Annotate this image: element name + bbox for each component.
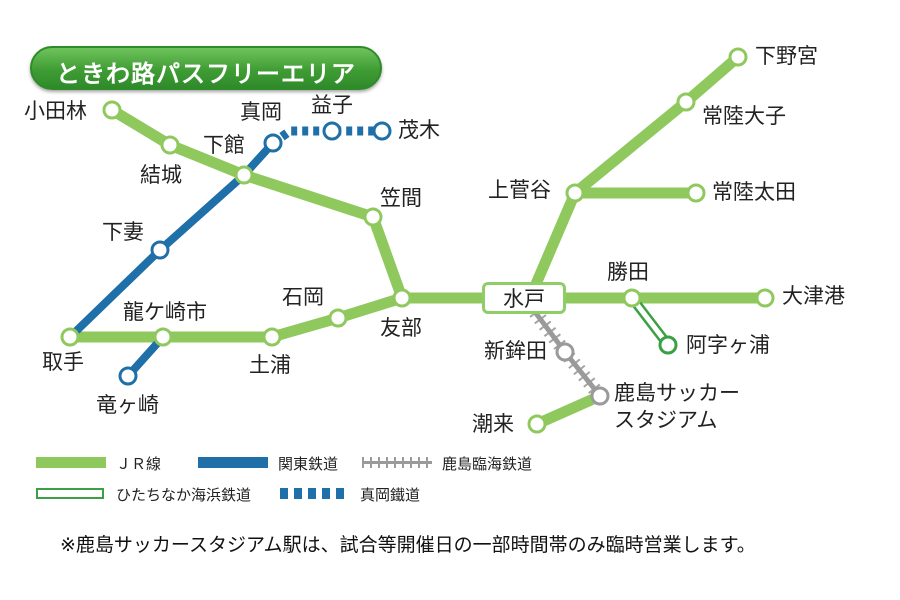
station-label-toride: 取手: [42, 350, 84, 374]
station-marker-tomobe: [392, 288, 412, 308]
station-marker-ryugasakishi: [153, 327, 173, 347]
station-markers: [60, 47, 775, 434]
station-label-shimotsuma: 下妻: [102, 220, 144, 244]
legend-swatch-moka: [280, 488, 350, 499]
legend-swatch-hitachinaka: [36, 488, 104, 499]
station-marker-shimodate: [234, 165, 254, 185]
station-mito-box: 水戸: [482, 282, 566, 314]
station-marker-moka: [263, 133, 283, 153]
legend-swatch-jr: [36, 457, 106, 468]
station-label-otsuko: 大津港: [782, 284, 845, 308]
station-marker-tsuchiura: [262, 327, 282, 347]
station-marker-shimotsuma: [150, 240, 170, 260]
station-label-hitachi-ota: 常陸太田: [712, 180, 796, 204]
station-label-mito: 水戸: [503, 287, 545, 311]
station-marker-kashima-soccer: [590, 386, 610, 406]
station-marker-katsuta: [622, 288, 642, 308]
station-marker-hitachi-daigo: [676, 92, 696, 112]
station-label-kashima-soccer: 鹿島サッカー スタジアム: [614, 381, 740, 432]
legend-moka: 真岡鐵道: [360, 486, 421, 504]
legend-jr: ＪＲ線: [116, 455, 162, 473]
legend-kanto: 関東鉄道: [278, 455, 339, 473]
jr-suigun-line: [524, 51, 744, 304]
station-label-shimonomiya: 下野宮: [755, 44, 818, 68]
station-label-tsuchiura: 土浦: [249, 353, 291, 377]
station-marker-mashiko: [322, 121, 342, 141]
station-label-kamisugaya: 上菅谷: [488, 178, 551, 202]
station-marker-yuki: [160, 135, 180, 155]
jr-kashima-line: [531, 390, 606, 430]
station-label-odabayashi: 小田林: [24, 99, 87, 123]
station-marker-kasama: [363, 207, 383, 227]
station-label-ajigaura: 阿字ヶ浦: [686, 333, 770, 357]
station-marker-otsuko: [755, 288, 775, 308]
station-label-itako: 潮来: [472, 412, 514, 436]
station-label-motegi: 茂木: [398, 118, 440, 142]
station-label-mashiko: 益子: [311, 93, 353, 117]
title-badge: ときわ路パスフリーエリア: [30, 46, 382, 90]
map-title: ときわ路パスフリーエリア: [56, 60, 356, 88]
jr-mito-line: [106, 104, 771, 304]
legend-swatch-kanto: [198, 457, 268, 468]
station-label-ryugasakishi: 龍ケ崎市: [123, 300, 207, 324]
station-marker-motegi: [372, 121, 392, 141]
station-label-shimodate: 下館: [203, 133, 245, 157]
jr-joban-line: [64, 292, 408, 343]
station-label-tomobe: 友部: [380, 316, 422, 340]
station-marker-toride: [60, 327, 80, 347]
station-label-hitachi-daigo: 常陸大子: [702, 104, 786, 128]
footnote: ※鹿島サッカースタジアム駅は、試合等開催日の一部時間帯のみ臨時営業します。: [60, 534, 756, 556]
station-marker-odabayashi: [102, 100, 122, 120]
station-marker-ryugasaki: [118, 366, 138, 386]
hitachinaka-line: [628, 294, 672, 349]
station-marker-shimonomiya: [728, 47, 748, 67]
station-label-katsuta: 勝田: [607, 260, 649, 284]
station-label-shinhokota: 新鉾田: [484, 339, 547, 363]
legend-kashima-rinkai: 鹿島臨海鉄道: [442, 455, 533, 473]
kanto-jomo-line: [66, 139, 277, 341]
station-label-yuki: 結城: [140, 163, 182, 187]
station-label-kasama: 笠間: [380, 186, 422, 210]
station-marker-shinhokota: [555, 342, 575, 362]
station-label-ryugasaki: 竜ヶ崎: [96, 393, 159, 417]
station-label-ishioka: 石岡: [282, 285, 324, 309]
station-marker-itako: [527, 414, 547, 434]
station-marker-ajigaura: [658, 335, 678, 355]
station-marker-ishioka: [328, 308, 348, 328]
station-marker-hitachi-ota: [686, 183, 706, 203]
station-label-moka: 真岡: [240, 100, 282, 124]
route-lines: [64, 51, 771, 430]
legend-swatch-kashima-rinkai: [362, 457, 432, 468]
legend-hitachinaka: ひたちなか海浜鉄道: [116, 486, 252, 504]
station-marker-kamisugaya: [565, 183, 585, 203]
